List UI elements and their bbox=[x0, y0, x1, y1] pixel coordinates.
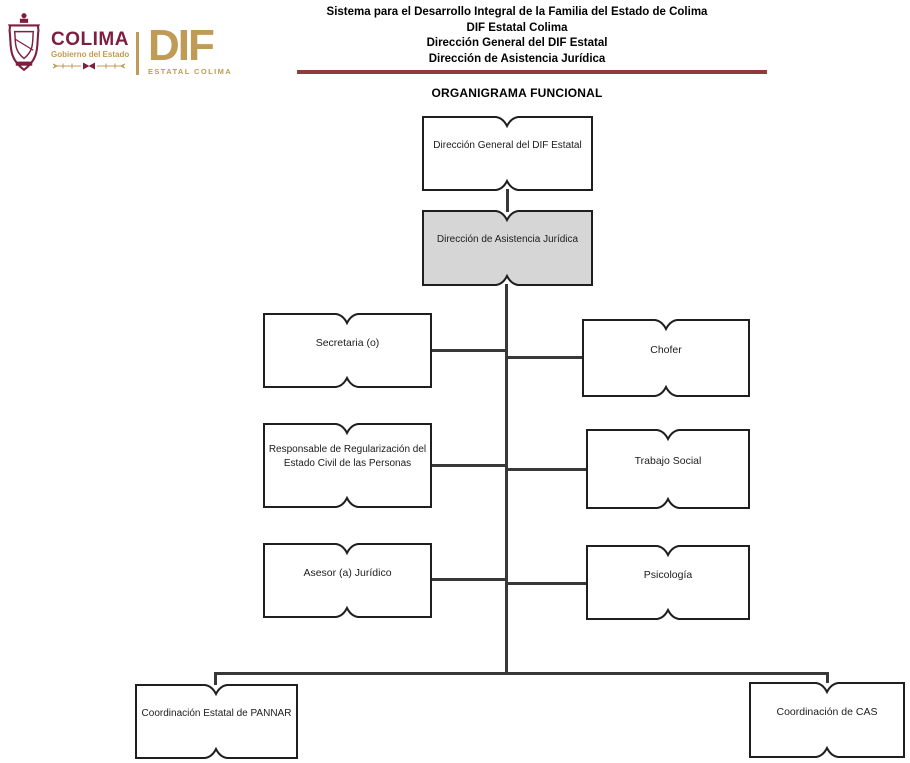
gobierno-del-estado-label: Gobierno del Estado bbox=[51, 50, 130, 59]
notched-box-shape bbox=[586, 545, 750, 620]
colima-wordmark-block: COLIMA Gobierno del Estado bbox=[51, 29, 130, 71]
header-line-1: Sistema para el Desarrollo Integral de l… bbox=[326, 6, 708, 18]
connector-chofer bbox=[506, 356, 583, 359]
estatal-colima-label: ESTATAL COLIMA bbox=[148, 67, 233, 76]
connector-responsable bbox=[431, 464, 507, 467]
org-box-coordinacion-pannar: Coordinación Estatal de PANNAR bbox=[135, 684, 298, 759]
dif-colima-logo: COLIMA Gobierno del Estado DIF ESTATAL bbox=[5, 11, 232, 76]
org-box-chofer: Chofer bbox=[582, 319, 750, 397]
connector-bottom-rail bbox=[214, 672, 829, 675]
header-rule bbox=[297, 70, 767, 74]
connector-asesor bbox=[431, 578, 507, 581]
org-box-responsable-registro-civil: Responsable de Regularización del Estado… bbox=[263, 423, 432, 508]
colima-wordmark: COLIMA bbox=[51, 29, 129, 50]
org-box-asesor-juridico: Asesor (a) Jurídico bbox=[263, 543, 432, 618]
org-box-asistencia-juridica: Dirección de Asistencia Jurídica bbox=[422, 210, 593, 286]
org-box-psicologia: Psicología bbox=[586, 545, 750, 620]
document-header: Sistema para el Desarrollo Integral de l… bbox=[282, 5, 752, 68]
connector-secretaria bbox=[431, 349, 507, 352]
notched-box-shape bbox=[263, 423, 432, 508]
connector-drop-cas bbox=[826, 672, 829, 683]
org-box-trabajo-social: Trabajo Social bbox=[586, 429, 750, 509]
connector-direccion-general-to-asistencia bbox=[506, 189, 509, 212]
connector-trabajo-social bbox=[506, 468, 587, 471]
notched-box-shape bbox=[749, 682, 905, 758]
header-line-4: Dirección de Asistencia Jurídica bbox=[428, 53, 606, 66]
connector-psicologia bbox=[506, 582, 587, 585]
notched-box-shape bbox=[135, 684, 298, 759]
org-box-label: Dirección General del DIF Estatal bbox=[433, 140, 582, 151]
org-box-label: Psicología bbox=[643, 568, 693, 581]
colima-coat-of-arms-icon bbox=[7, 13, 41, 72]
notched-box-shape bbox=[586, 429, 750, 509]
notched-box-shape bbox=[422, 116, 593, 191]
org-box-label: Coordinación Estatal de PANNAR bbox=[141, 708, 292, 719]
org-box-label: Coordinación de CAS bbox=[776, 706, 878, 719]
org-box-label: Secretaria (o) bbox=[315, 336, 380, 349]
logo-divider-bar bbox=[136, 32, 139, 75]
org-box-coordinacion-cas: Coordinación de CAS bbox=[749, 682, 905, 758]
connector-central-spine bbox=[505, 284, 508, 674]
connector-drop-pannar bbox=[214, 672, 217, 685]
dif-wordmark-block: DIF ESTATAL COLIMA bbox=[148, 21, 233, 77]
colima-divider-ornament-icon bbox=[52, 62, 126, 70]
header-line-2: DIF Estatal Colima bbox=[466, 21, 568, 34]
org-box-label: Dirección de Asistencia Jurídica bbox=[436, 234, 579, 246]
notched-box-shape bbox=[263, 543, 432, 618]
org-box-label: Chofer bbox=[650, 343, 682, 356]
dif-wordmark: DIF bbox=[148, 21, 215, 70]
header-line-3: Dirección General del DIF Estatal bbox=[426, 37, 608, 50]
org-box-label: Trabajo Social bbox=[634, 454, 702, 467]
organigrama-title: ORGANIGRAMA FUNCIONAL bbox=[431, 86, 603, 100]
notched-box-shape bbox=[263, 313, 432, 388]
notched-box-shape bbox=[582, 319, 750, 397]
org-box-direccion-general: Dirección General del DIF Estatal bbox=[422, 116, 593, 191]
org-box-label: Asesor (a) Jurídico bbox=[303, 566, 392, 579]
org-box-label: Responsable de Regularización del Estado… bbox=[268, 444, 427, 469]
org-box-secretaria: Secretaria (o) bbox=[263, 313, 432, 388]
notched-box-shape-highlighted bbox=[422, 210, 593, 286]
